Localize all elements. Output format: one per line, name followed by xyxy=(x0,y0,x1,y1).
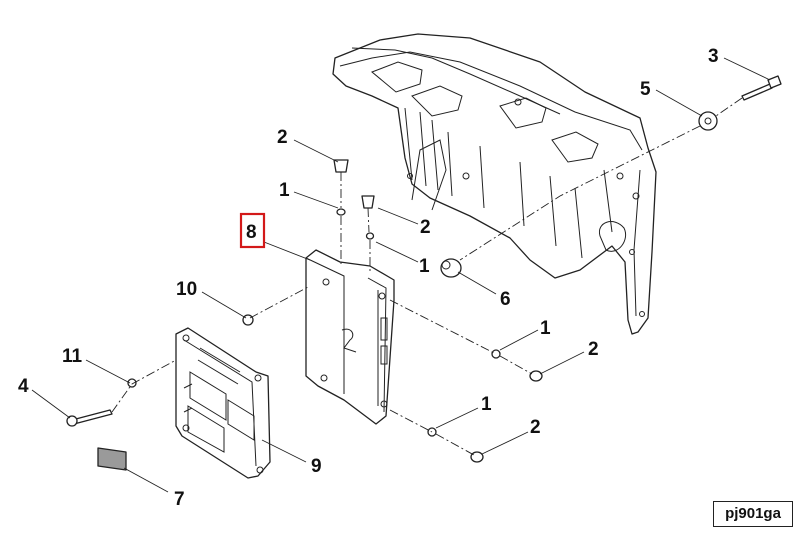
controller-module-9 xyxy=(175,327,271,479)
callout-1-top: 1 xyxy=(279,180,290,201)
callout-2-mid-right: 2 xyxy=(588,339,599,360)
callout-5: 5 xyxy=(640,79,651,100)
callout-8: 8 xyxy=(246,222,257,243)
callout-3: 3 xyxy=(708,46,719,67)
spacer-5 xyxy=(698,111,718,131)
callout-1-lower-right: 1 xyxy=(481,394,492,415)
callouts: 3 5 2 1 2 8 1 10 6 1 11 2 4 1 2 9 7 xyxy=(18,46,719,510)
callout-2-lower-right: 2 xyxy=(530,417,541,438)
bolt-3 xyxy=(741,75,782,101)
callout-1-upper-right: 1 xyxy=(419,256,430,277)
callout-2-upper-right: 2 xyxy=(420,217,431,238)
callout-7: 7 xyxy=(174,489,185,510)
callout-1-mid-right: 1 xyxy=(540,318,551,339)
callout-11: 11 xyxy=(62,346,83,367)
mounting-plate-8 xyxy=(305,249,395,425)
drawing-id-label: pj901ga xyxy=(713,501,793,527)
callout-8-highlight-box xyxy=(239,212,266,249)
callout-4: 4 xyxy=(18,376,29,397)
callout-10: 10 xyxy=(176,279,197,300)
grommet-6 xyxy=(440,258,462,278)
label-7 xyxy=(97,447,127,471)
callout-6: 6 xyxy=(500,289,511,310)
callout-9: 9 xyxy=(311,456,322,477)
callout-2-top: 2 xyxy=(277,127,288,148)
mounting-bracket xyxy=(332,33,657,335)
